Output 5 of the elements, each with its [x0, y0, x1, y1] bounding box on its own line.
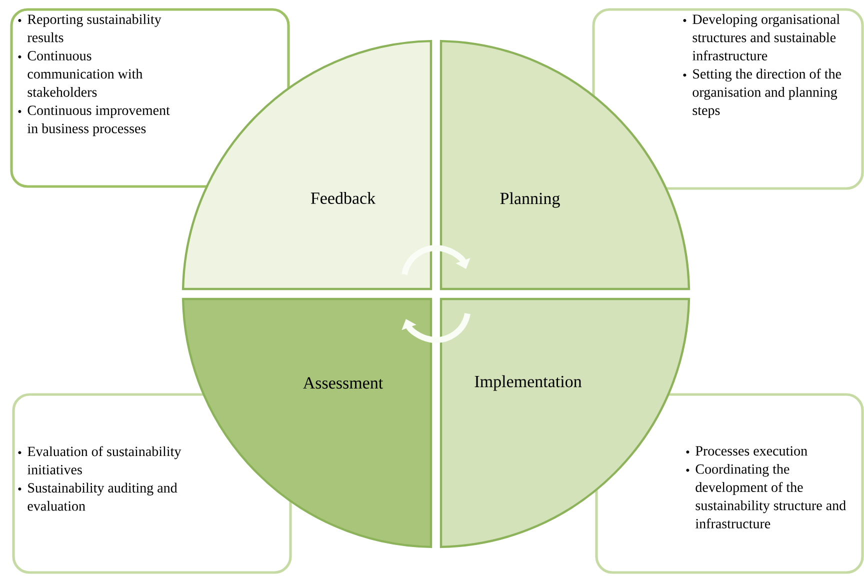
quadrant-segment: Implementation	[440, 298, 690, 548]
quadrant-segment: Assessment	[182, 298, 432, 548]
quadrant-segment: Feedback	[182, 40, 432, 290]
cycle-arrow	[402, 245, 470, 276]
quadrant-segment: Planning	[440, 40, 690, 290]
